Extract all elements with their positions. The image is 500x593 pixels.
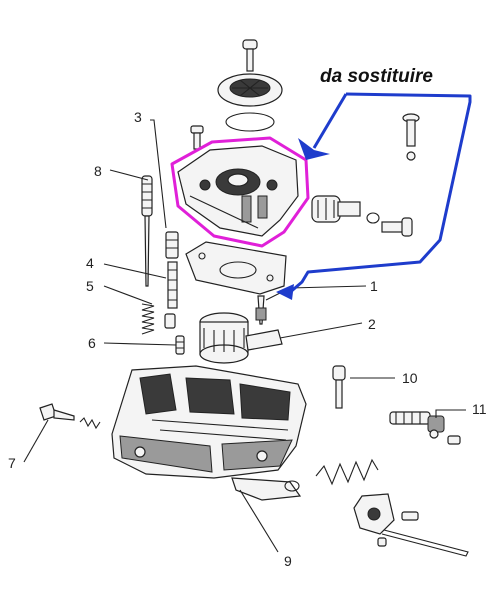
callout-7: 7	[8, 455, 16, 471]
callout-10: 10	[402, 370, 418, 386]
gasket	[185, 241, 287, 295]
callout-6: 6	[88, 335, 96, 351]
bottom-plate	[231, 477, 302, 501]
callout-5: 5	[86, 278, 94, 294]
needle-rod	[141, 175, 153, 287]
adjust-screw	[39, 403, 101, 430]
pink-highlight	[170, 136, 310, 248]
callout-3: 3	[134, 109, 142, 125]
main-jet-tube	[165, 231, 179, 309]
throttle-lever	[353, 493, 469, 557]
side-fitting	[311, 195, 413, 237]
big-spring	[315, 458, 379, 486]
callout-4: 4	[86, 255, 94, 271]
o-ring	[225, 112, 275, 132]
callout-1: 1	[370, 278, 378, 294]
callout-2: 2	[368, 316, 376, 332]
callout-8: 8	[94, 163, 102, 179]
cable-adjuster	[389, 411, 461, 445]
top-screw	[242, 39, 258, 72]
callout-9: 9	[284, 553, 292, 569]
top-right-screw	[402, 113, 420, 161]
small-screw-left	[190, 125, 204, 150]
carburetor-body	[111, 365, 307, 479]
callout-11: 11	[472, 401, 487, 417]
leader-lines	[23, 119, 466, 553]
float	[199, 312, 283, 364]
needle-10	[332, 365, 346, 409]
annotation-text: da sostituire	[320, 66, 433, 87]
diaphragm-cover	[217, 73, 283, 107]
needle-valve	[255, 295, 267, 325]
jet-6	[175, 335, 185, 355]
annotation-pointer	[276, 92, 472, 300]
spring-5	[141, 303, 155, 335]
top-body	[177, 145, 299, 237]
jet-4	[164, 313, 176, 329]
